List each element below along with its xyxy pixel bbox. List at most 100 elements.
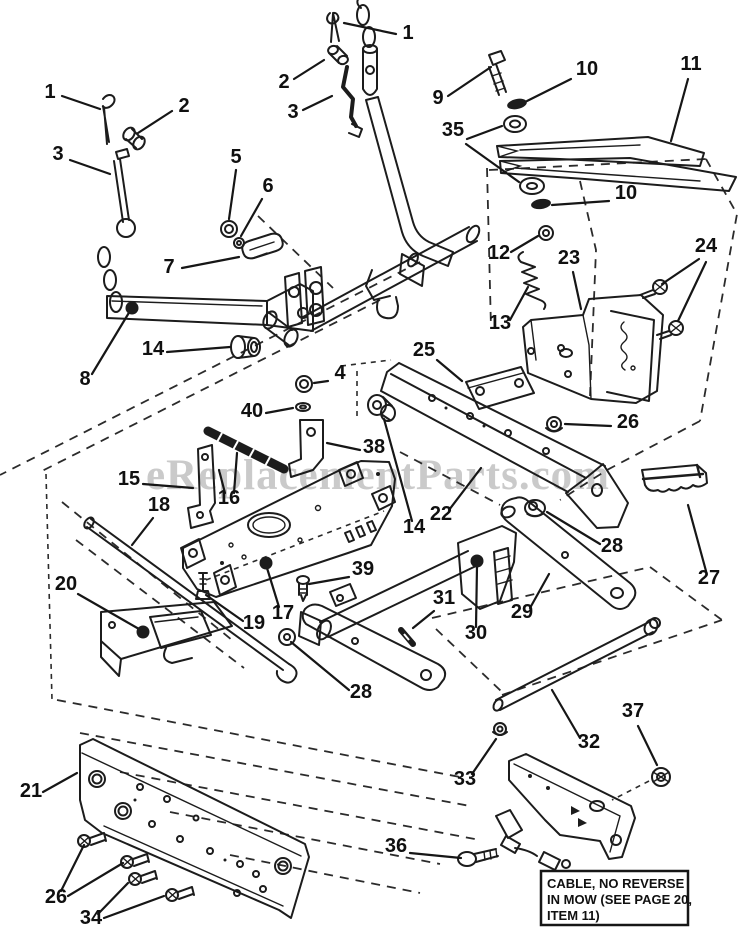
leader-line-1	[342, 21, 398, 36]
washer-part	[507, 98, 527, 110]
leader-line-2	[136, 109, 174, 135]
flange-nut-part	[492, 722, 508, 736]
leader-dot-30	[470, 554, 484, 568]
leader-line-6	[239, 197, 264, 238]
part-label-10: 10	[615, 182, 637, 204]
leader-line-32	[550, 688, 582, 740]
part-label-12: 12	[488, 242, 510, 264]
leader-line-28	[289, 640, 351, 692]
leader-line-5	[227, 168, 238, 221]
leader-line-35	[465, 124, 504, 141]
leader-line-19	[204, 593, 245, 623]
note-box-border	[539, 869, 690, 927]
leader-line-21	[41, 771, 79, 794]
leader-line-3	[68, 158, 112, 176]
part-label-31: 31	[433, 587, 455, 609]
part-label-3: 3	[52, 143, 63, 165]
leader-line-7	[180, 255, 241, 270]
leader-line-8	[90, 309, 132, 376]
lift-lever-part	[365, 96, 454, 267]
bushing-part	[367, 394, 396, 422]
cable-part	[495, 809, 571, 871]
cotter-pin-part	[101, 94, 116, 145]
leader-line-2	[292, 58, 326, 81]
leader-line-38	[325, 441, 362, 452]
part-label-3: 3	[287, 101, 298, 123]
leader-line-24	[676, 260, 708, 323]
part-label-23: 23	[558, 247, 580, 269]
part-label-24: 24	[695, 235, 718, 257]
spring-part	[517, 251, 547, 310]
leader-line-22	[447, 466, 483, 512]
link-rod-part	[341, 65, 363, 138]
shaft-pivot-bracket-part	[262, 266, 325, 348]
leader-line-26	[59, 843, 86, 893]
part-label-4: 4	[334, 362, 346, 384]
part-label-16: 16	[218, 487, 240, 509]
bolt-part	[113, 148, 136, 238]
leader-line-13	[508, 285, 530, 322]
bushing-part	[524, 499, 546, 518]
part-label-14: 14	[142, 338, 165, 360]
carriage-bolt-part	[457, 848, 499, 867]
leader-line-29	[528, 572, 551, 610]
spacer-part	[122, 126, 146, 151]
part-label-39: 39	[352, 558, 374, 580]
part-label-22: 22	[430, 503, 452, 525]
part-label-6: 6	[262, 175, 273, 197]
leader-line-14	[165, 345, 232, 354]
part-label-5: 5	[230, 146, 241, 168]
grip-pad-part	[641, 463, 708, 493]
screw-part	[296, 575, 310, 602]
part-label-13: 13	[489, 312, 511, 334]
leader-line-4	[312, 379, 330, 385]
part-label-1: 1	[44, 81, 55, 103]
screw-part	[165, 886, 195, 902]
idler-arm-part	[496, 136, 737, 192]
screw-part	[77, 832, 107, 848]
screw-part	[120, 853, 150, 869]
leader-dot-8	[125, 301, 139, 315]
part-label-11: 11	[680, 53, 701, 75]
leader-line-12	[509, 234, 540, 254]
part-label-28: 28	[601, 535, 623, 557]
leader-line-35	[464, 142, 521, 184]
part-label-2: 2	[178, 95, 189, 117]
diagram-artwork	[77, 0, 737, 919]
shift-bracket-part	[522, 294, 664, 404]
lift-arm-part	[106, 283, 314, 332]
bolt-part	[488, 50, 507, 96]
nut-part	[538, 225, 554, 241]
part-label-27: 27	[698, 567, 720, 589]
mount-plate-part	[100, 601, 233, 677]
part-label-20: 20	[55, 573, 77, 595]
frame-rail-part	[380, 362, 629, 529]
leader-line-17	[265, 566, 281, 609]
washer-part	[503, 115, 527, 133]
leader-line-1	[60, 94, 102, 111]
leader-line-31	[411, 609, 436, 630]
leader-line-25	[435, 358, 464, 383]
part-label-21: 21	[20, 780, 42, 802]
leader-line-16	[232, 451, 239, 495]
bolt-part	[656, 320, 684, 340]
washer-part	[519, 177, 545, 195]
leader-line-30	[474, 564, 479, 629]
pivot-tube-part	[278, 525, 517, 646]
leader-dot-17	[259, 556, 273, 570]
cross-shaft-part	[302, 224, 481, 332]
slide-channel-part	[203, 426, 289, 474]
part-label-15: 15	[118, 468, 140, 490]
leader-line-20	[76, 592, 141, 631]
control-rod-part	[83, 516, 298, 684]
anchor-bracket-part	[508, 753, 636, 860]
pin-part	[398, 627, 416, 647]
leader-line-23	[571, 270, 583, 311]
part-label-30: 30	[465, 622, 487, 644]
leader-line-10	[525, 77, 573, 103]
part-label-35: 35	[442, 119, 464, 141]
part-label-26: 26	[45, 886, 67, 908]
